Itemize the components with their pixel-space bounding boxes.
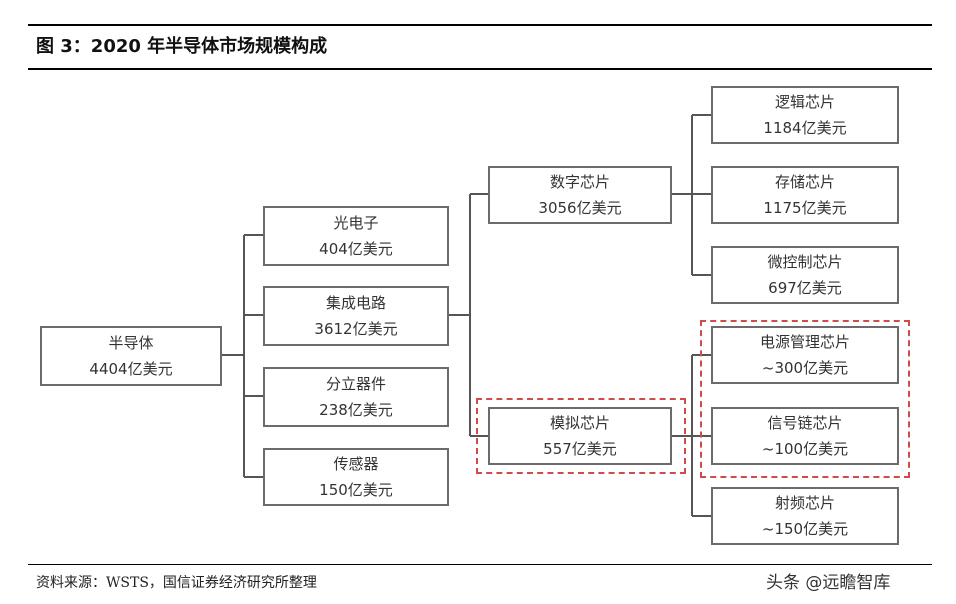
node-name: 模拟芯片 (549, 414, 610, 432)
node-name: 存储芯片 (774, 173, 835, 191)
node-name: 逻辑芯片 (774, 93, 835, 111)
node-name: 集成电路 (325, 294, 386, 312)
node-semiconductor: 半导体 4404亿美元 (40, 326, 222, 386)
node-name: 数字芯片 (549, 173, 610, 191)
node-value: 4404亿美元 (89, 360, 173, 378)
node-digital-chips: 数字芯片 3056亿美元 (488, 166, 672, 224)
node-name: 射频芯片 (774, 494, 835, 512)
node-discrete-devices: 分立器件 238亿美元 (263, 367, 449, 427)
highlight-analog (476, 398, 686, 474)
node-value: 1184亿美元 (763, 119, 847, 137)
node-value: 697亿美元 (768, 279, 842, 297)
node-power-management-chips: 电源管理芯片 ~300亿美元 (711, 326, 899, 384)
node-value: ~300亿美元 (761, 359, 849, 377)
node-value: 557亿美元 (543, 440, 617, 458)
node-name: 微控制芯片 (767, 253, 843, 271)
node-name: 传感器 (333, 455, 379, 473)
footer-rule (28, 564, 932, 565)
figure-title: 图 3：2020 年半导体市场规模构成 (36, 36, 328, 57)
node-value: 150亿美元 (319, 481, 393, 499)
node-value: 3612亿美元 (314, 320, 398, 338)
node-name: 分立器件 (325, 375, 386, 393)
node-rf-chips: 射频芯片 ~150亿美元 (711, 487, 899, 545)
node-analog-chips: 模拟芯片 557亿美元 (488, 407, 672, 465)
title-rule (28, 68, 932, 70)
node-value: 1175亿美元 (763, 199, 847, 217)
node-name: 信号链芯片 (767, 414, 843, 432)
node-value: ~100亿美元 (761, 440, 849, 458)
watermark: 头条 @远瞻智库 (766, 573, 891, 593)
node-name: 电源管理芯片 (759, 333, 850, 351)
node-value: 238亿美元 (319, 401, 393, 419)
node-value: ~150亿美元 (761, 520, 849, 538)
node-value: 404亿美元 (319, 240, 393, 258)
highlight-power-signal (700, 320, 910, 478)
node-mcu-chips: 微控制芯片 697亿美元 (711, 246, 899, 304)
node-signal-chain-chips: 信号链芯片 ~100亿美元 (711, 407, 899, 465)
top-rule (28, 24, 932, 26)
node-optoelectronics: 光电子 404亿美元 (263, 206, 449, 266)
node-sensors: 传感器 150亿美元 (263, 448, 449, 506)
node-name: 光电子 (333, 214, 379, 232)
node-value: 3056亿美元 (538, 199, 622, 217)
node-name: 半导体 (108, 334, 154, 352)
node-integrated-circuit: 集成电路 3612亿美元 (263, 286, 449, 346)
source-note: 资料来源：WSTS，国信证券经济研究所整理 (36, 575, 317, 591)
node-memory-chips: 存储芯片 1175亿美元 (711, 166, 899, 224)
node-logic-chips: 逻辑芯片 1184亿美元 (711, 86, 899, 144)
